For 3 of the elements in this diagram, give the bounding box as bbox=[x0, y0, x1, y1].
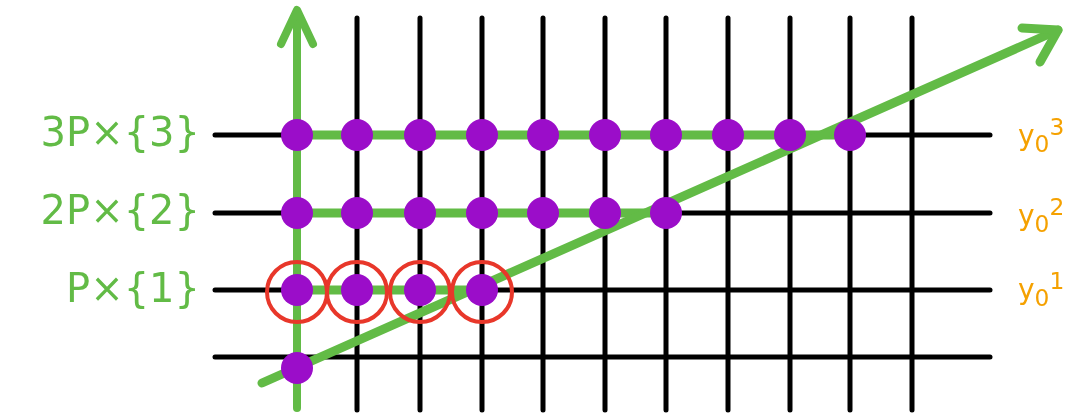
row-label: 3P×{3} bbox=[40, 112, 200, 152]
row-label: 2P×{2} bbox=[40, 190, 200, 230]
row-label: P×{1} bbox=[66, 268, 200, 308]
